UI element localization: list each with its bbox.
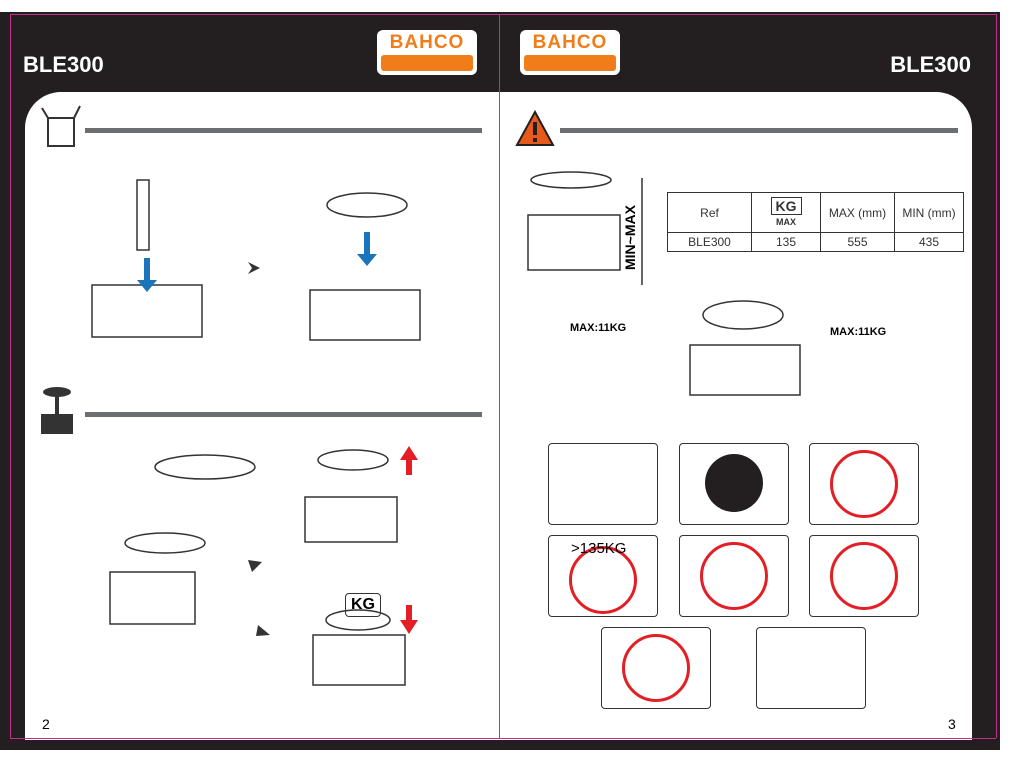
- trim-line: [10, 738, 996, 739]
- section-rule: [85, 412, 482, 417]
- sign-correct-posture: [756, 627, 866, 709]
- sign-no-load-on-seat: [679, 535, 789, 617]
- model-title-right: BLE300: [890, 52, 971, 77]
- illustrations: [91, 109, 860, 701]
- trim-line: [499, 14, 500, 738]
- sign-wheel-chock: [548, 443, 658, 525]
- sign-no-standing: [809, 535, 919, 617]
- page-number-right: 3: [948, 716, 956, 732]
- bahco-logo: BAHCO: [520, 30, 620, 75]
- bahco-logo: BAHCO: [377, 30, 477, 75]
- sign-no-slope: [809, 443, 919, 525]
- sign-incorrect-posture: [601, 627, 711, 709]
- section-rule: [560, 128, 958, 133]
- drawer-max-load-left: MAX:11KG: [570, 322, 627, 334]
- trim-line: [996, 14, 997, 738]
- page-number-left: 2: [42, 716, 50, 732]
- drawer-max-load-right: MAX:11KG: [830, 326, 887, 338]
- weight-icon-label: KG: [345, 593, 381, 617]
- trim-line: [10, 14, 11, 738]
- sign-protective-equipment: [679, 443, 789, 525]
- sign-overload: >135KG: [548, 535, 658, 617]
- trim-line: [10, 14, 996, 15]
- section-rule: [85, 128, 482, 133]
- model-title-left: BLE300: [23, 52, 104, 77]
- stool-icon: [41, 387, 73, 434]
- height-range-label: MIN~MAX: [622, 205, 638, 270]
- unbox-icon: [41, 105, 81, 147]
